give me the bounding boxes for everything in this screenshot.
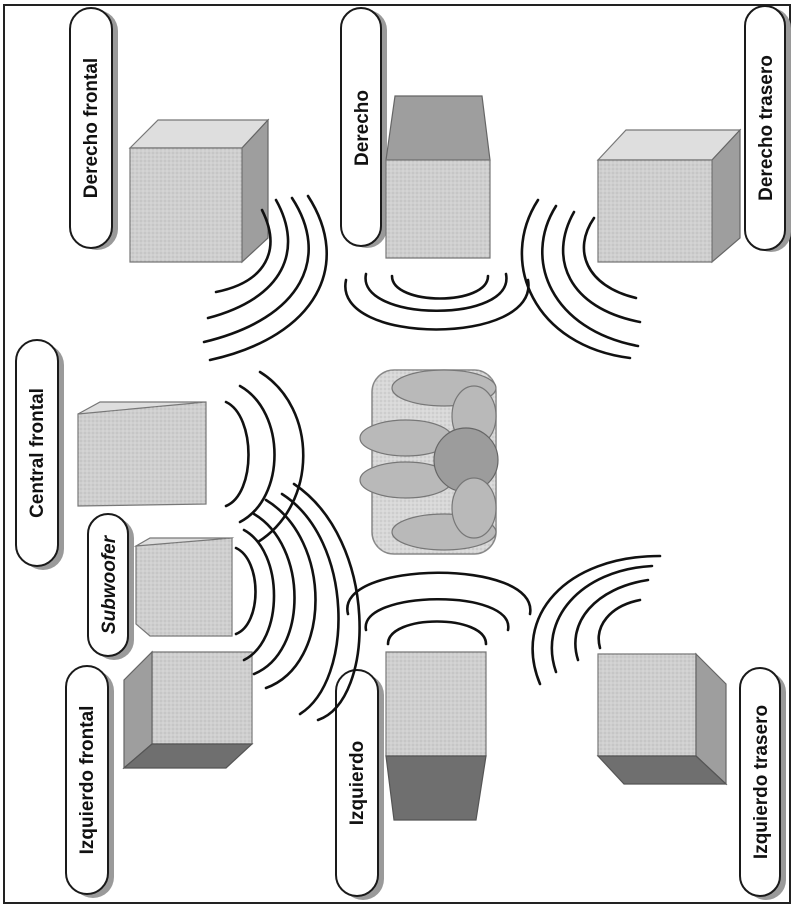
- speaker-derecho-trasero: [598, 130, 740, 262]
- speaker-izquierdo-trasero: [598, 654, 726, 784]
- label-derecho-frontal: Derecho frontal: [70, 8, 118, 250]
- label-derecho-frontal-text: Derecho frontal: [81, 58, 102, 198]
- label-izquierdo-frontal-text: Izquierdo frontal: [77, 706, 98, 855]
- label-derecho-trasero: Derecho trasero: [745, 6, 791, 252]
- label-izquierdo: Izquierdo: [336, 670, 384, 900]
- label-central-frontal: Central frontal: [16, 340, 64, 570]
- speaker-central-frontal: [78, 402, 206, 506]
- speaker-derecho: [386, 96, 490, 258]
- speaker-izquierdo: [386, 652, 486, 820]
- waves-central-frontal: [226, 372, 303, 542]
- label-subwoofer: Subwoofer: [88, 514, 134, 660]
- waves-izquierdo: [347, 573, 530, 644]
- label-izquierdo-trasero-text: Izquierdo trasero: [751, 705, 772, 859]
- label-izquierdo-trasero: Izquierdo trasero: [740, 668, 786, 900]
- speaker-derecho-frontal: [130, 120, 268, 262]
- label-subwoofer-text: Subwoofer: [99, 534, 120, 634]
- label-derecho: Derecho: [341, 8, 387, 248]
- label-derecho-text: Derecho: [352, 90, 373, 166]
- label-izquierdo-frontal: Izquierdo frontal: [66, 666, 114, 898]
- listener-sofa: [360, 370, 498, 554]
- waves-derecho: [345, 274, 528, 330]
- label-derecho-trasero-text: Derecho trasero: [756, 55, 777, 201]
- speaker-izquierdo-frontal: [124, 652, 252, 768]
- label-central-frontal-text: Central frontal: [27, 388, 48, 518]
- speaker-subwoofer: [136, 538, 232, 636]
- label-izquierdo-text: Izquierdo: [347, 741, 368, 825]
